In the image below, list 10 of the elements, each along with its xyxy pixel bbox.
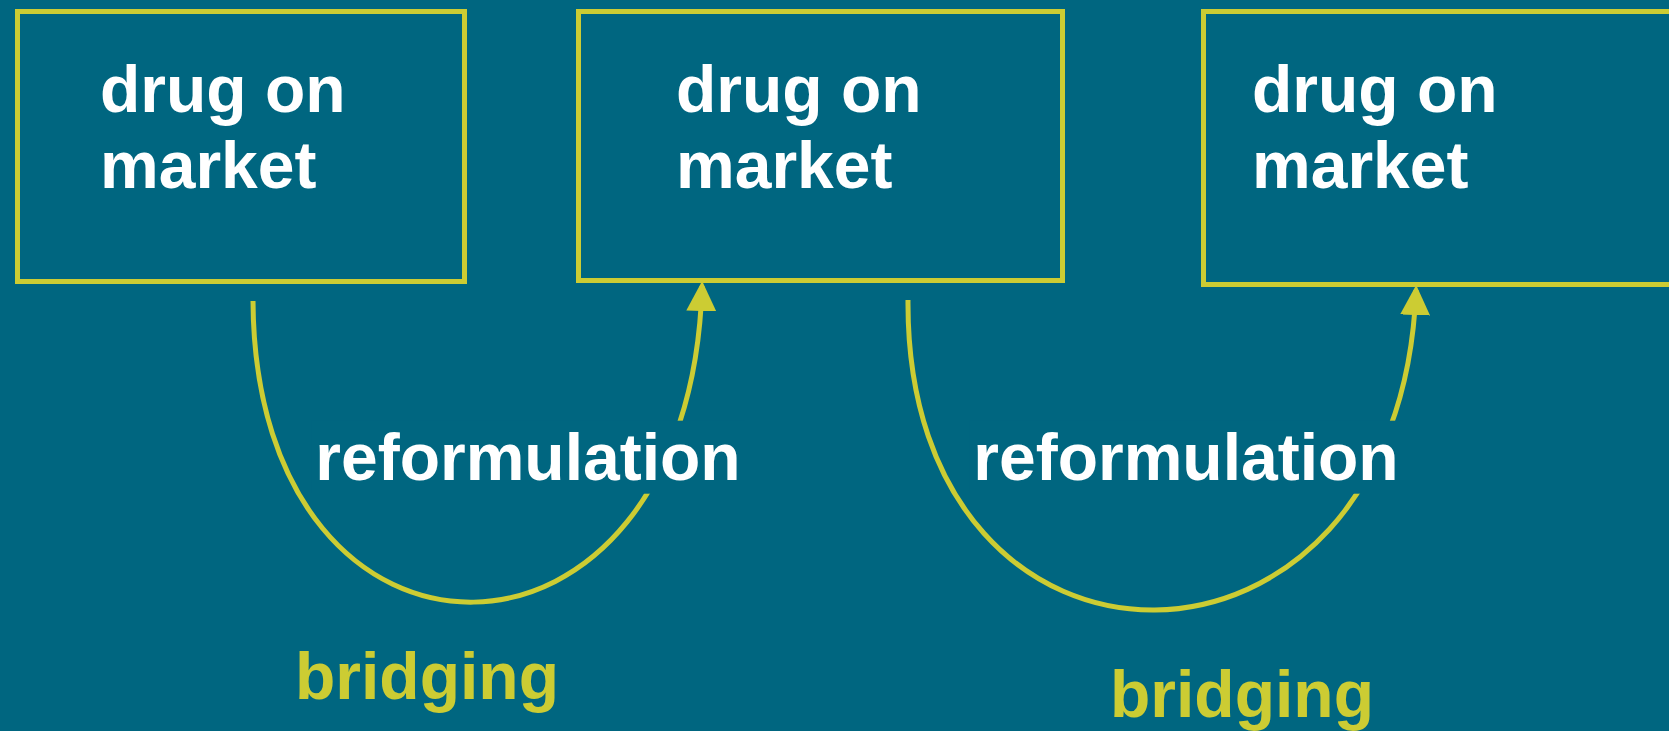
box-text: drug on market (1252, 52, 1499, 204)
curved-arrow (905, 285, 1428, 613)
curved-arrow (250, 281, 714, 605)
market-box (1201, 9, 1669, 287)
market-box (576, 9, 1065, 283)
box-text: drug on market (100, 52, 347, 204)
arc-caption: bridging (1110, 657, 1374, 731)
market-box (15, 9, 467, 284)
box-text: drug on market (676, 52, 923, 204)
arc-caption: bridging (295, 639, 559, 713)
